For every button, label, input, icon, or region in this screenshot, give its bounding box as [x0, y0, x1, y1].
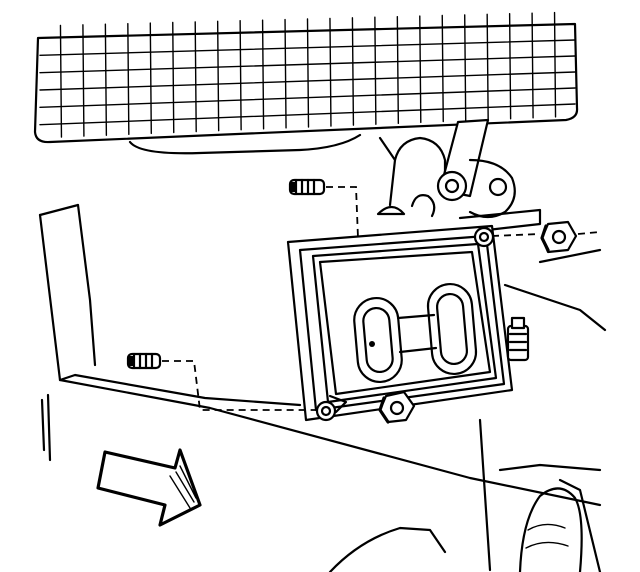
pedal-pad-rib	[82, 24, 85, 137]
pedal-pad-rib	[284, 18, 287, 129]
pedal-pad-rib	[216, 20, 220, 132]
pedal-pad-rib	[104, 23, 108, 136]
pedal-pad-rib	[374, 16, 377, 125]
pedal-pad-rib	[486, 13, 489, 121]
pedal-pad-crossbar	[39, 87, 576, 109]
pedal-mounting-bolt-upper	[288, 178, 359, 239]
pedal-pad-rib	[239, 20, 242, 131]
pedal-pad-rib	[59, 24, 63, 138]
bracket-nut-lower	[378, 390, 416, 424]
pedal-pad-rib	[261, 19, 265, 130]
pedal-pad-rib	[172, 21, 175, 134]
pedal-pad-rib	[194, 21, 197, 133]
pedal-pad-rib	[508, 13, 512, 120]
pedal-pad-rib	[329, 17, 332, 127]
accelerator-pedal	[33, 11, 579, 155]
pedal-pad-rib	[464, 14, 467, 122]
pedal-pad-grid	[39, 11, 576, 138]
bracket-nut-upper	[491, 220, 601, 254]
pedal-pad-underside	[128, 133, 362, 155]
pedal-mounting-bolt-lower	[126, 352, 318, 411]
pedal-pad-rib	[419, 15, 422, 124]
pedal-pad-crossbar	[39, 103, 576, 126]
pedal-pad-rib	[306, 18, 310, 128]
pedal-pad-rib	[127, 22, 130, 136]
direction-arrow	[96, 448, 202, 527]
pedal-pad-crossbar	[39, 39, 576, 57]
pedal-pad-rib	[553, 11, 557, 118]
pedal-pad-rib	[149, 22, 152, 135]
pedal-pad-crossbar	[39, 55, 576, 74]
pedal-pad-rib	[396, 15, 400, 125]
pedal-pad-crossbar	[39, 71, 576, 91]
floor-panel-lines	[38, 203, 607, 572]
pedal-pad-rib	[441, 14, 444, 123]
pedal-pivot-arm	[376, 118, 542, 234]
pedal-pad-rib	[531, 12, 534, 119]
pedal-mounting-bracket	[286, 224, 514, 422]
pedal-pad-rib	[351, 17, 355, 126]
mounting-stud	[506, 316, 530, 362]
pedal-pad-outline	[33, 22, 579, 144]
